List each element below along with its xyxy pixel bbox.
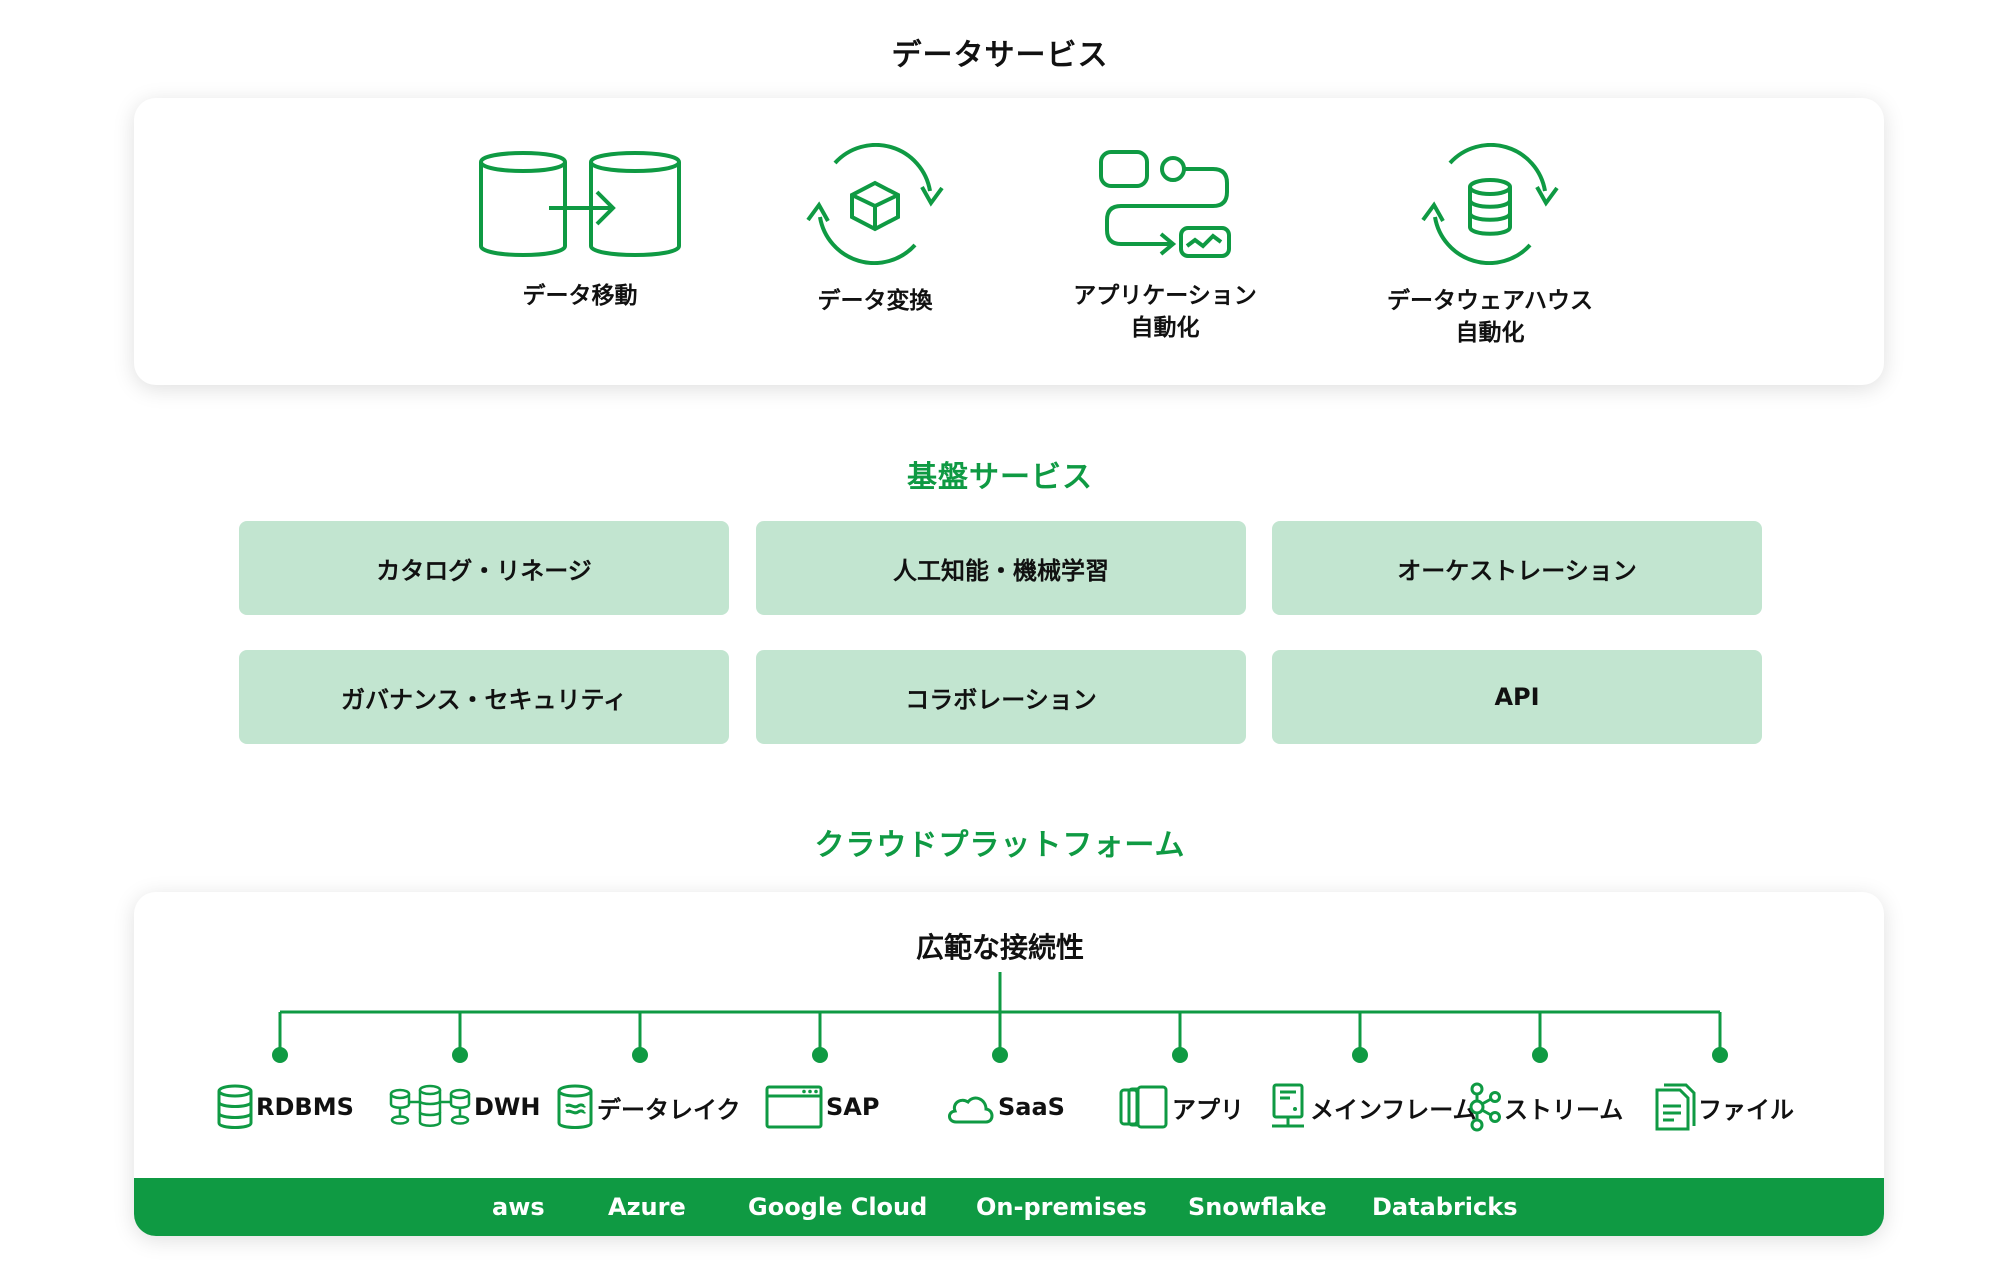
platform-on-premises: On-premises xyxy=(976,1193,1147,1221)
tile-ai-ml: 人工知能・機械学習 xyxy=(756,521,1246,615)
source-saas: SaaS xyxy=(944,1080,1065,1134)
platform-bar: aws Azure Google Cloud On-premises Snowf… xyxy=(134,1178,1884,1236)
source-dwh: DWH xyxy=(388,1080,540,1134)
service-application-automation: アプリケーション 自動化 xyxy=(1015,148,1315,344)
platform-google-cloud: Google Cloud xyxy=(748,1193,928,1221)
database-icon xyxy=(217,1084,253,1129)
platform-snowflake: Snowflake xyxy=(1188,1193,1327,1221)
connectivity-title: 広範な接続性 xyxy=(915,931,1084,964)
foundation-services-title: 基盤サービス xyxy=(907,460,1093,495)
service-label: データ移動 xyxy=(522,283,638,309)
tile-governance-security: ガバナンス・セキュリティ xyxy=(239,650,729,744)
source-app: アプリ xyxy=(1118,1080,1244,1134)
service-data-transformation: データ変換 xyxy=(725,143,1025,317)
source-stream: ストリーム xyxy=(1468,1080,1623,1134)
tile-orchestration: オーケストレーション xyxy=(1272,521,1762,615)
cloud-icon xyxy=(948,1096,994,1124)
app-stack-icon xyxy=(1119,1085,1168,1129)
workflow-icon xyxy=(1099,150,1231,258)
source-label: メインフレーム xyxy=(1310,1095,1477,1124)
source-rdbms: RDBMS xyxy=(216,1080,354,1134)
platform-aws: aws xyxy=(492,1193,545,1221)
source-sap: SAP xyxy=(764,1080,879,1134)
platform-databricks: Databricks xyxy=(1372,1193,1518,1221)
file-icon xyxy=(1655,1083,1696,1131)
cloud-platform-title: クラウドプラットフォーム xyxy=(814,828,1186,863)
service-data-movement: データ移動 xyxy=(430,148,730,312)
source-label: SaaS xyxy=(998,1093,1065,1121)
source-label: SAP xyxy=(826,1093,880,1121)
service-label: アプリケーション 自動化 xyxy=(1073,283,1257,341)
service-dwh-automation: データウェアハウス 自動化 xyxy=(1340,143,1640,349)
data-lake-icon xyxy=(557,1084,593,1129)
dwh-icon xyxy=(389,1084,471,1127)
database-transfer-icon xyxy=(479,151,681,257)
source-label: ストリーム xyxy=(1504,1095,1624,1124)
data-services-card xyxy=(134,98,1884,385)
stream-icon xyxy=(1469,1082,1501,1132)
service-label: データ変換 xyxy=(817,288,933,314)
source-mainframe: メインフレーム xyxy=(1268,1080,1477,1134)
platform-azure: Azure xyxy=(608,1193,686,1221)
browser-window-icon xyxy=(765,1085,823,1129)
tile-api: API xyxy=(1272,650,1762,744)
service-label: データウェアハウス 自動化 xyxy=(1386,288,1594,346)
mainframe-icon xyxy=(1272,1083,1304,1128)
source-label: データレイク xyxy=(597,1095,741,1124)
tile-collaboration: コラボレーション xyxy=(756,650,1246,744)
source-file: ファイル xyxy=(1654,1080,1794,1134)
data-services-title: データサービス xyxy=(891,38,1109,73)
source-label: ファイル xyxy=(1698,1095,1794,1124)
cube-cycle-icon xyxy=(806,143,944,265)
database-cycle-icon xyxy=(1421,143,1559,265)
source-label: RDBMS xyxy=(256,1093,354,1121)
source-label: アプリ xyxy=(1172,1095,1244,1124)
tile-catalog-lineage: カタログ・リネージ xyxy=(239,521,729,615)
source-data-lake: データレイク xyxy=(555,1080,741,1134)
source-label: DWH xyxy=(474,1093,541,1121)
